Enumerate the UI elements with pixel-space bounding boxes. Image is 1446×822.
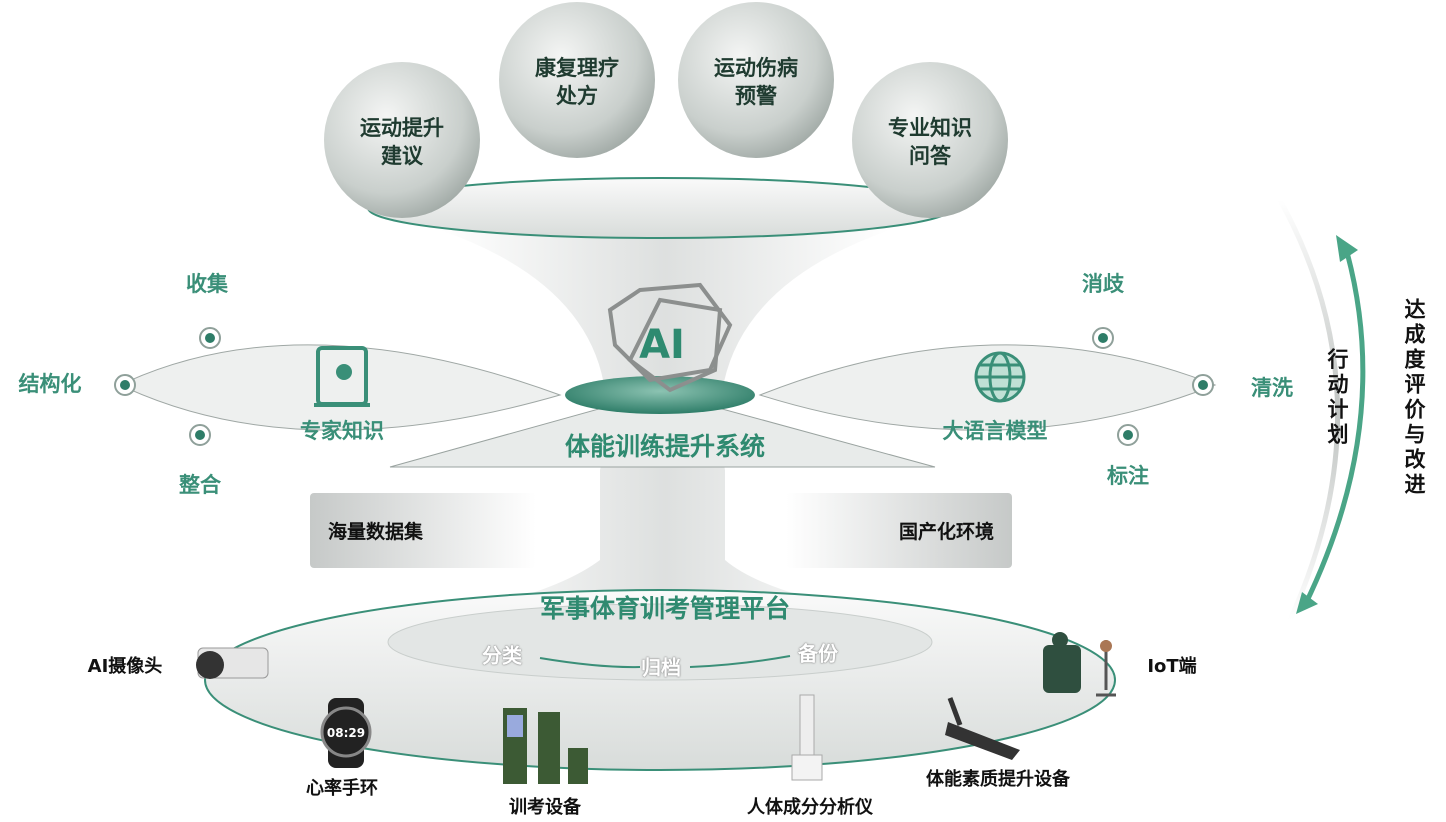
ai-logo: AI [639, 322, 685, 368]
bubble-1 [324, 62, 480, 218]
bubble-exercise-advice: 运动提升建议 [360, 116, 444, 168]
body-analyzer-icon [791, 694, 823, 781]
device-training-test: 训考设备 [509, 797, 581, 818]
device-iot: IoT端 [1147, 656, 1197, 677]
point-disambiguate: 消歧 [1082, 272, 1124, 296]
point-clean: 清洗 [1251, 376, 1293, 400]
book-network-icon [314, 346, 370, 407]
device-heart-band: 心率手环 [306, 778, 378, 799]
step-archive: 归档 [641, 655, 681, 680]
training-device-icon [503, 708, 588, 784]
dataset-box: 海量数据集 [328, 521, 424, 543]
watch-icon [320, 698, 372, 768]
device-body-analyzer: 人体成分分析仪 [747, 797, 873, 818]
step-backup: 备份 [798, 641, 838, 666]
camera-icon [196, 647, 269, 679]
system-title: 体能训练提升系统 [564, 432, 766, 461]
point-integrate: 整合 [179, 473, 221, 497]
bubble-knowledge-qa: 专业知识问答 [888, 116, 972, 168]
domestic-env-box: 国产化环境 [898, 521, 994, 543]
llm-label: 大语言模型 [942, 419, 1048, 443]
device-fitness-equipment: 体能素质提升设备 [926, 769, 1070, 790]
bubble-rehab-prescription: 康复理疗处方 [535, 56, 619, 108]
cycle-evaluation: 达成度评价与改进 [1402, 298, 1426, 498]
point-collect: 收集 [186, 272, 228, 296]
platform-title: 军事体育训考管理平台 [539, 594, 791, 623]
globe-icon [974, 351, 1026, 403]
expert-knowledge-label: 专家知识 [300, 419, 384, 443]
step-classify: 分类 [482, 643, 522, 668]
device-ai-camera: AI摄像头 [87, 656, 163, 677]
iot-device-icon [1043, 632, 1116, 697]
watch-time: 08:29 [326, 726, 366, 740]
treadmill-icon [945, 697, 1020, 760]
cycle-action-plan: 行动计划 [1325, 348, 1349, 448]
point-structure: 结构化 [18, 372, 82, 396]
point-annotate: 标注 [1107, 464, 1149, 488]
bubble-injury-warning: 运动伤病预警 [714, 56, 798, 108]
